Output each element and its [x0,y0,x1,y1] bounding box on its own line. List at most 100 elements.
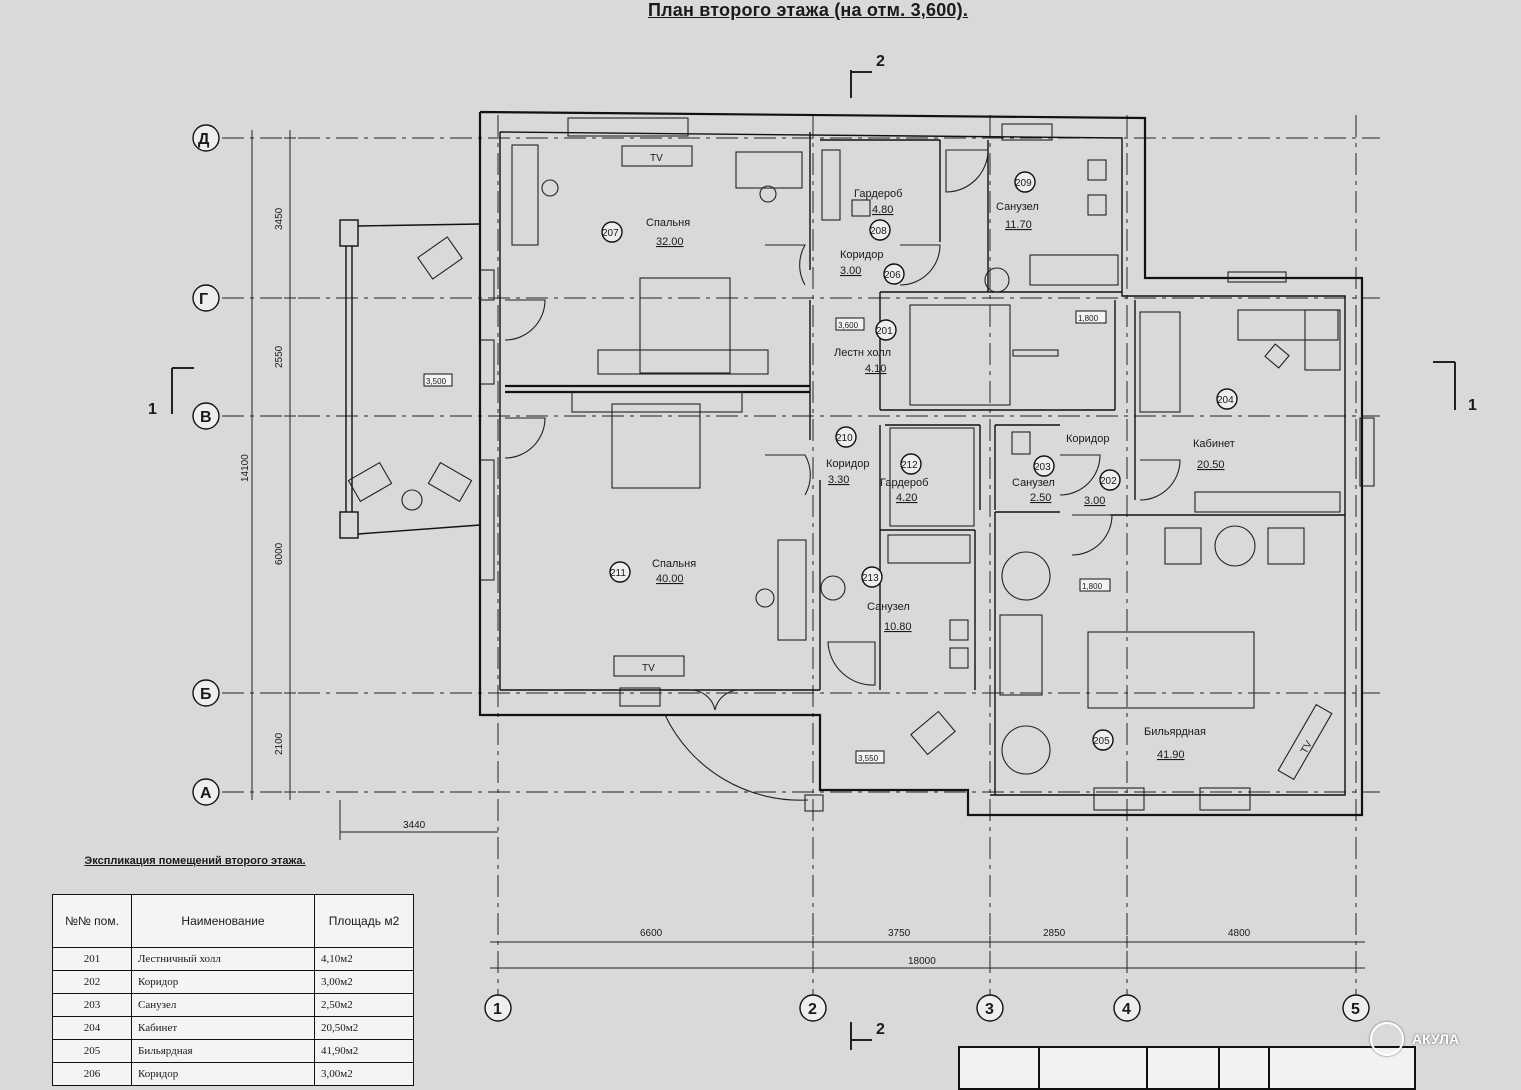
cell-area: 4,10м2 [314,947,414,971]
room-number: 203 [1034,462,1051,473]
cell-name: Санузел [131,993,315,1017]
room-area: 41.90 [1157,749,1185,761]
room-area: 2.50 [1030,492,1051,504]
room-name: Коридор [826,458,869,470]
room-area: 3.00 [840,265,861,277]
cell-area: 41,90м2 [314,1039,414,1063]
column-header: Площадь м2 [314,894,414,948]
cell-number: 205 [52,1039,132,1063]
table-header-row: №№ пом. Наименование Площадь м2 [52,894,414,948]
axis-row-label: А [200,785,212,802]
level-markers: 3,500 3,550 3,600 1,800 1,800 [423,310,1111,764]
room-name: Спальня [652,558,696,570]
cell-number: 202 [52,970,132,994]
room-number: 201 [876,326,893,337]
room-number: 209 [1015,178,1032,189]
room-name: Санузел [1012,477,1055,489]
section-marks: 2 2 1 1 [148,53,1477,1050]
dim-bottom-total: 18000 [908,956,936,967]
logo-text: АКУЛА [1412,1031,1460,1047]
explication-table: №№ пом. Наименование Площадь м2 201 Лест… [52,894,414,1086]
cell-name: Бильярдная [131,1039,315,1063]
level-porch: 3,550 [858,754,879,763]
room-name: Коридор [840,249,883,261]
axis-col-label: 3 [985,1001,994,1018]
tv-label: TV [1299,739,1315,756]
dim-bottom: 2850 [1043,928,1066,939]
axis-col-label: 5 [1351,1001,1360,1018]
grid-lines [222,115,1380,995]
dim-balcony: 3440 [403,820,426,831]
dim-left: 2100 [274,732,285,755]
axis-col-label: 4 [1122,1001,1131,1018]
dim-bottom: 3750 [888,928,911,939]
table-row: 201 Лестничный холл 4,10м2 [52,947,414,971]
axis-markers: Д Г В Б А 1 2 3 4 5 [192,124,1370,1022]
tv-label: TV [642,663,655,674]
room-area: 11.70 [1005,219,1032,231]
axis-row-label: Г [199,291,208,308]
shark-logo-icon [1370,1022,1404,1056]
axis-row-label: Д [198,131,210,148]
balcony [339,219,481,539]
room-area: 4.10 [865,363,886,375]
room-name: Гардероб [854,188,902,200]
table-row: 204 Кабинет 20,50м2 [52,1016,414,1040]
cell-number: 203 [52,993,132,1017]
room-number: 202 [1100,476,1117,487]
cell-number: 204 [52,1016,132,1040]
title-block-stamp [958,1046,1416,1090]
cell-area: 3,00м2 [314,970,414,994]
room-number: 210 [836,433,853,444]
level-stair: 1,800 [1078,314,1099,323]
room-area: 10.80 [884,621,912,633]
walls [478,110,1364,817]
room-number: 208 [870,226,887,237]
axis-row-label: В [200,409,212,426]
dim-left: 2550 [274,345,285,368]
cell-area: 2,50м2 [314,993,414,1017]
table-row: 206 Коридор 3,00м2 [52,1062,414,1086]
room-name: Санузел [996,201,1039,213]
section-mark-bottom: 2 [876,1021,885,1038]
dim-left-total: 14100 [240,454,251,482]
doors [504,244,1181,812]
section-mark-left: 1 [148,401,157,418]
level-hall: 3,600 [838,321,859,330]
room-number: 204 [1217,395,1234,406]
cell-number: 201 [52,947,132,971]
room-area: 4.20 [896,492,917,504]
explication-title: Экспликация помещений второго этажа. [84,855,306,867]
room-name: Лестн холл [834,347,891,359]
room-area: 32.00 [656,236,684,248]
room-name: Бильярдная [1144,726,1206,738]
watermark-logo: АКУЛА [1370,1022,1459,1056]
room-labels: 207 Спальня 32.00 Гардероб 4.80 208 209 … [601,171,1238,761]
axis-col-label: 2 [808,1001,817,1018]
room-name: Кабинет [1193,438,1235,450]
room-number: 207 [602,228,619,239]
level-billiard: 1,800 [1082,582,1103,591]
cell-area: 20,50м2 [314,1016,414,1040]
cell-area: 3,00м2 [314,1062,414,1086]
cell-name: Коридор [131,1062,315,1086]
dim-bottom: 4800 [1228,928,1251,939]
room-area: 3.00 [1084,495,1105,507]
table-row: 203 Санузел 2,50м2 [52,993,414,1017]
tv-label: TV [650,153,663,164]
dimension-texts: 3450 2550 6000 2100 14100 3440 6600 3750… [240,207,1251,967]
dim-left: 6000 [274,542,285,565]
tv-labels: TV TV TV [642,153,1315,756]
dim-left: 3450 [274,207,285,230]
axis-col-label: 1 [493,1001,502,1018]
room-name: Гардероб [880,477,928,489]
room-area: 20.50 [1197,459,1225,471]
room-number: 205 [1093,736,1110,747]
cell-name: Лестничный холл [131,947,315,971]
room-number: 213 [862,573,879,584]
room-number: 212 [901,460,918,471]
stamp-divider [1038,1048,1040,1088]
table-row: 202 Коридор 3,00м2 [52,970,414,994]
level-balcony: 3,500 [426,377,447,386]
